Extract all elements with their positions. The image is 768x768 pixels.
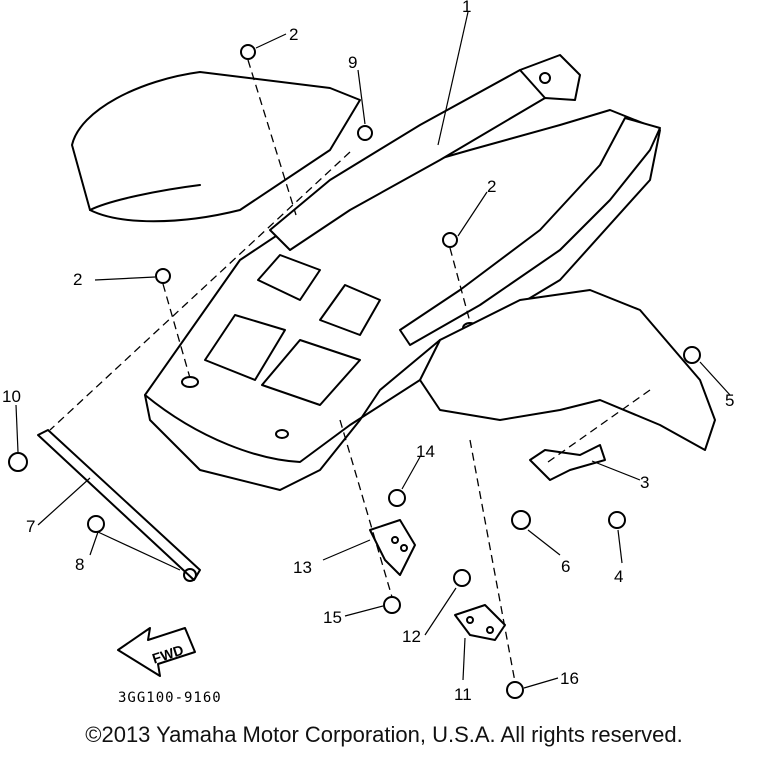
callout-13: 13	[293, 558, 312, 577]
part-code: 3GG100-9160	[118, 690, 222, 706]
bracket-11	[454, 604, 506, 641]
nut-16	[506, 681, 524, 699]
callout-11: 11	[454, 685, 472, 704]
callout-16: 16	[560, 669, 579, 688]
copyright-notice: ©2013 Yamaha Motor Corporation, U.S.A. A…	[85, 722, 683, 747]
callout-1: 1	[462, 0, 471, 16]
callout-labels: 1 2 2 2 9 10 7 8 14 13 15 12 11 16 5 3 6…	[2, 0, 734, 704]
bolt-9	[357, 125, 373, 141]
callout-8: 8	[75, 555, 84, 574]
callout-2a: 2	[289, 25, 298, 44]
collar-8	[87, 515, 105, 533]
callout-4: 4	[614, 567, 623, 586]
callout-9: 9	[348, 53, 357, 72]
callout-7: 7	[26, 517, 35, 536]
bracket-13	[369, 519, 416, 576]
callout-10: 10	[2, 387, 21, 406]
leader-lines	[15, 11, 731, 689]
callout-2c: 2	[487, 177, 496, 196]
left-fender	[71, 71, 361, 223]
bolt-12	[453, 569, 471, 587]
nut-15	[383, 596, 401, 614]
callout-12: 12	[402, 627, 421, 646]
bolt-5	[683, 346, 701, 364]
fwd-arrow: FWD	[117, 627, 196, 677]
callout-2b: 2	[73, 270, 82, 289]
callout-6: 6	[561, 557, 570, 576]
grab-bar-left	[269, 54, 581, 251]
bolt-2-left	[155, 268, 171, 284]
bolt-2-top	[240, 44, 256, 60]
parts-diagram: 1 2 2 2 9 10 7 8 14 13 15 12 11 16 5 3 6…	[2, 0, 734, 706]
callout-14: 14	[416, 442, 435, 461]
callout-5: 5	[725, 391, 734, 410]
bolt-14	[388, 489, 406, 507]
stay-bar	[37, 429, 201, 582]
bracket-3	[529, 444, 606, 481]
nut-10	[8, 452, 28, 472]
callout-15: 15	[323, 608, 342, 627]
bolt-2-right	[442, 232, 458, 248]
grab-bar-right	[399, 117, 661, 346]
assembly-lines	[49, 59, 651, 683]
bolt-4	[608, 511, 626, 529]
right-fender	[419, 289, 716, 451]
nut-6	[511, 510, 531, 530]
callout-3: 3	[640, 473, 649, 492]
